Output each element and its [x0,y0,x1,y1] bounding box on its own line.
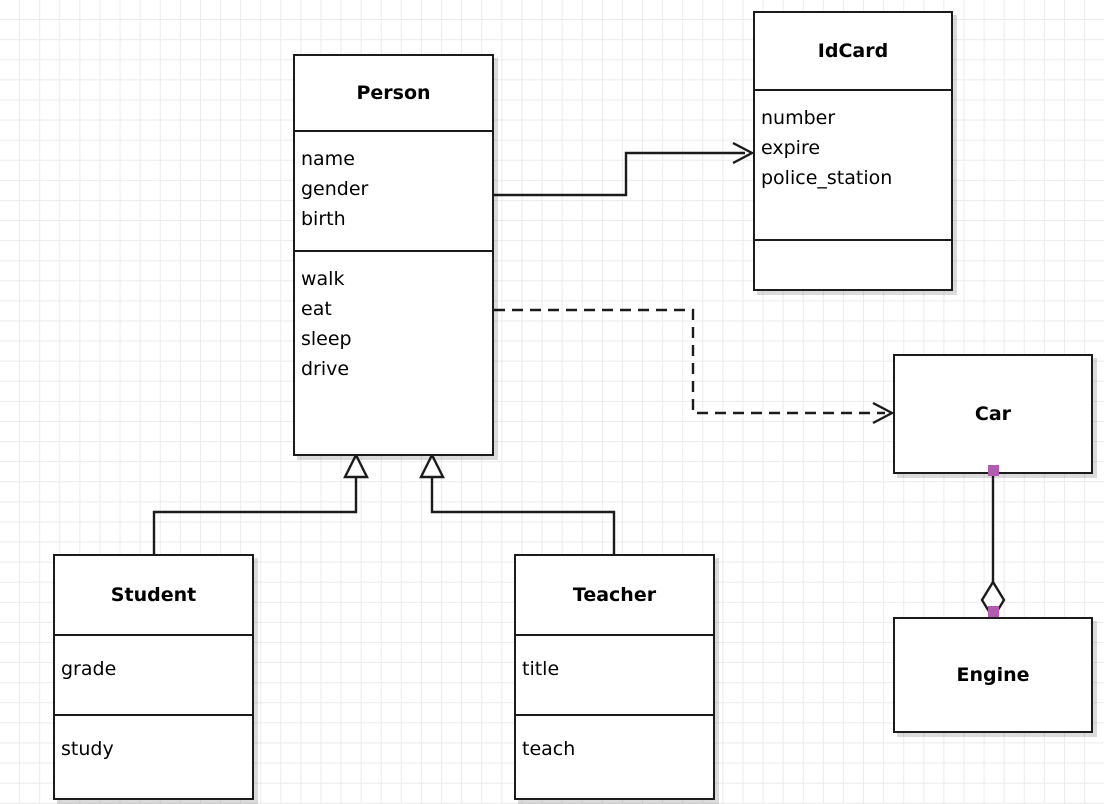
member-item: title [522,658,560,680]
member-item: birth [301,208,346,230]
selection-handle-target[interactable] [988,606,999,617]
uml-class-car[interactable]: Car [893,354,1093,474]
uml-class-student[interactable]: Student grade study [53,554,254,800]
class-name-teacher: Teacher [572,584,657,606]
member-item: police_station [761,167,893,189]
relationship-person-idcard[interactable] [494,141,755,197]
class-name-person: Person [356,82,431,104]
member-item: teach [522,738,576,760]
member-item: gender [301,178,369,200]
relationship-person-car[interactable] [494,308,895,425]
class-attributes-teacher: title [516,634,713,714]
member-item: name [301,148,355,170]
member-item: walk [301,268,345,290]
uml-class-teacher[interactable]: Teacher title teach [514,554,715,800]
class-name-idcard: IdCard [817,40,889,62]
class-operations-student: study [55,714,252,800]
class-attributes-idcard: number expire police_station [755,89,951,239]
relationship-student-person[interactable] [152,452,369,554]
class-attributes-student: grade [55,634,252,714]
class-operations-idcard [755,239,951,289]
uml-class-person[interactable]: Person name gender birth walk eat sleep … [293,54,494,456]
member-item: study [61,738,114,760]
class-operations-teacher: teach [516,714,713,800]
member-item: sleep [301,328,352,350]
member-item: number [761,107,836,129]
class-name-car: Car [974,403,1012,425]
relationship-car-engine[interactable] [980,474,1006,621]
member-item: drive [301,358,350,380]
class-attributes-person: name gender birth [295,130,492,250]
member-item: expire [761,137,821,159]
relationship-teacher-person[interactable] [419,452,616,554]
class-operations-person: walk eat sleep drive [295,250,492,410]
member-item: eat [301,298,332,320]
class-name-engine: Engine [956,664,1030,686]
uml-class-engine[interactable]: Engine [893,617,1093,733]
class-name-student: Student [110,584,197,606]
member-item: grade [61,658,117,680]
uml-class-idcard[interactable]: IdCard number expire police_station [753,11,953,291]
selection-handle-source[interactable] [988,465,999,476]
